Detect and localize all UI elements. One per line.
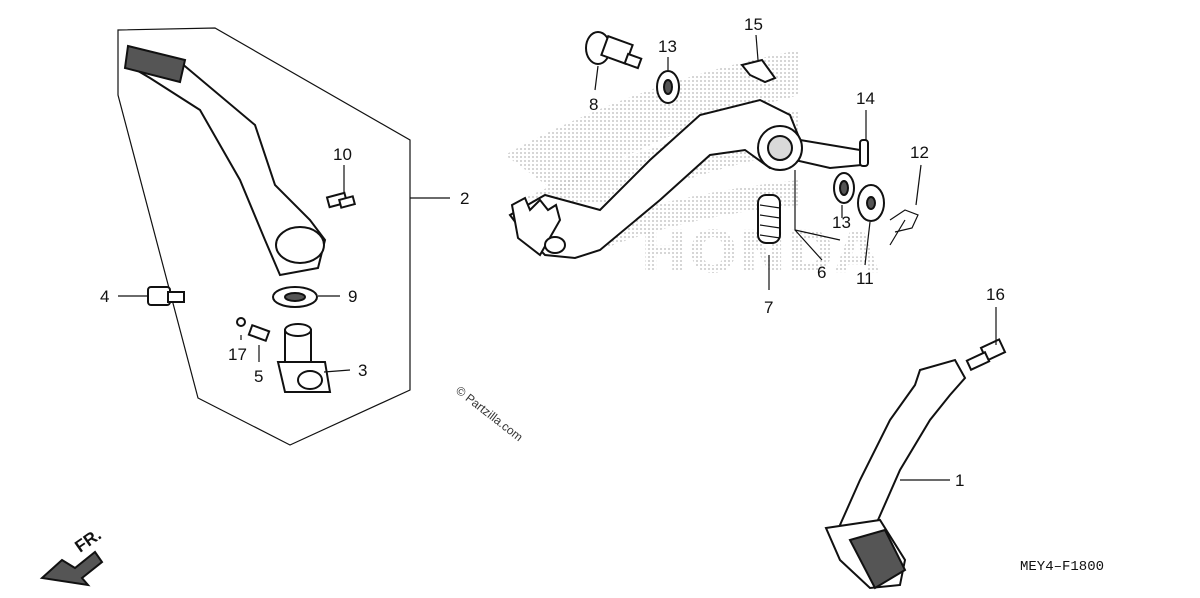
callout-10: 10 xyxy=(333,145,352,164)
front-label: FR. xyxy=(71,525,104,556)
callout-9: 9 xyxy=(348,287,357,306)
callout-15: 15 xyxy=(744,15,763,34)
seal-9 xyxy=(272,286,318,308)
seal-13-right xyxy=(833,172,855,204)
callout-2: 2 xyxy=(460,189,469,208)
callout-13-right: 13 xyxy=(832,213,851,232)
bolt-16 xyxy=(965,338,1007,372)
cotter-pin-14 xyxy=(859,139,869,167)
spring-7 xyxy=(757,194,781,244)
callout-3: 3 xyxy=(358,361,367,380)
callout-16: 16 xyxy=(986,285,1005,304)
callout-14: 14 xyxy=(856,89,875,108)
callout-13-top: 13 xyxy=(658,37,677,56)
seal-13-top xyxy=(656,70,680,104)
gearshift-pedal xyxy=(824,358,967,590)
front-direction-arrow xyxy=(39,550,104,587)
spindle-3 xyxy=(276,323,332,393)
callout-8: 8 xyxy=(589,95,598,114)
ball-17 xyxy=(236,317,246,327)
callout-labels: 1 2 3 4 5 6 7 8 9 10 11 12 13 13 14 15 1… xyxy=(100,15,1005,490)
callout-17: 17 xyxy=(228,345,247,364)
callout-6: 6 xyxy=(817,263,826,282)
clip-12 xyxy=(889,209,919,246)
diagram-code: MEY4–F1800 xyxy=(1020,559,1104,575)
clip-15 xyxy=(740,58,777,84)
kickstarter-arm xyxy=(123,44,327,277)
pivot-bolt-8 xyxy=(585,31,643,70)
callout-7: 7 xyxy=(764,298,773,317)
partzilla-watermark: © Partzilla.com xyxy=(453,383,525,444)
leader-lines xyxy=(118,34,997,481)
bolt-4 xyxy=(147,286,185,306)
callout-11: 11 xyxy=(856,269,874,288)
washer-11 xyxy=(857,184,885,222)
brake-pedal xyxy=(508,98,864,260)
callout-4: 4 xyxy=(100,287,109,306)
callout-1: 1 xyxy=(955,471,964,490)
spring-5 xyxy=(247,323,271,343)
bolt-10 xyxy=(325,191,357,209)
callout-12: 12 xyxy=(910,143,929,162)
kickstarter-assembly-frame xyxy=(117,27,411,446)
callout-5: 5 xyxy=(254,367,263,386)
